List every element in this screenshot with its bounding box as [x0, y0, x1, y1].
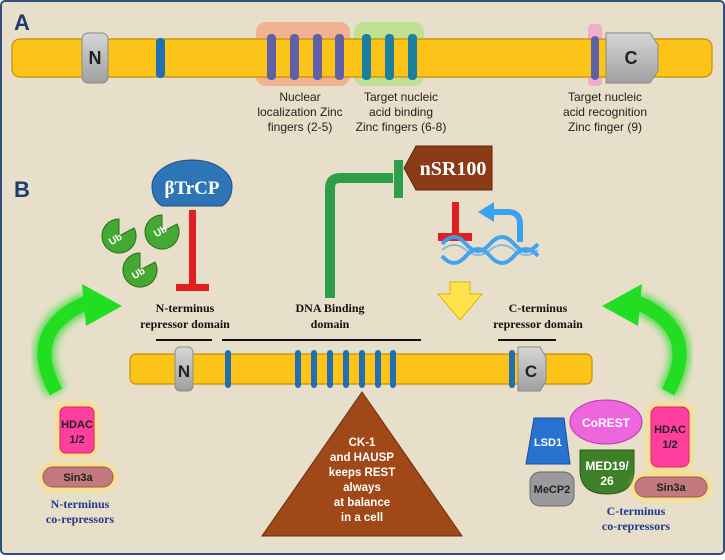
svg-text:CoREST: CoREST: [582, 416, 631, 430]
svg-text:MeCP2: MeCP2: [534, 484, 571, 496]
btrcp: βTrCP: [151, 159, 233, 207]
right-sin3a: Sin3a: [632, 474, 710, 500]
nsr100-dna-binding-inhibition: [325, 160, 403, 298]
svg-text:LSD1: LSD1: [534, 437, 562, 449]
n-terminus-letter-a: N: [89, 48, 102, 68]
zinc-finger-b-7: [375, 350, 381, 388]
left-hdac: HDAC 1/2: [57, 404, 97, 456]
svg-text:HDAC: HDAC: [654, 424, 686, 436]
svg-text:N-terminus: N-terminus: [51, 497, 110, 511]
zinc-finger-8: [408, 34, 417, 80]
c-terminus-letter-b: C: [525, 362, 537, 381]
svg-text:26: 26: [600, 474, 614, 488]
zinc-finger-b-6: [359, 350, 365, 388]
c-terminus-block-b: C: [517, 346, 547, 392]
binding-caption: Target nucleic acid binding Zinc fingers…: [356, 90, 447, 134]
dna-binding-domain-label: DNA Binding domain: [295, 301, 364, 331]
zinc-finger-3: [290, 34, 299, 80]
svg-text:fingers (2-5): fingers (2-5): [268, 120, 333, 134]
svg-text:1/2: 1/2: [69, 434, 84, 446]
nsr100-label: nSR100: [420, 158, 487, 180]
svg-text:Zinc fingers (6-8): Zinc fingers (6-8): [356, 120, 447, 134]
zinc-finger-b-2: [295, 350, 301, 388]
ubiquitin-3: Ub: [122, 252, 158, 288]
zinc-finger-1: [156, 38, 165, 78]
zinc-finger-b-1: [225, 350, 231, 388]
n-terminus-letter-b: N: [178, 362, 190, 381]
ubiquitin-1: Ub: [101, 218, 137, 254]
svg-text:at balance: at balance: [334, 497, 390, 509]
zinc-finger-6: [362, 34, 371, 80]
svg-text:in a cell: in a cell: [341, 512, 383, 524]
ck1-hausp-triangle: CK-1 and HAUSP keeps REST always at bala…: [261, 391, 463, 537]
svg-text:CK-1: CK-1: [349, 437, 376, 449]
zinc-finger-2: [267, 34, 276, 80]
right-green-arrow: [602, 284, 690, 397]
zinc-finger-b-3: [311, 350, 317, 388]
med19-26: MED19/ 26: [579, 449, 635, 495]
yellow-down-arrow: [436, 281, 484, 321]
svg-text:co-repressors: co-repressors: [602, 519, 671, 533]
svg-text:acid recognition: acid recognition: [563, 105, 647, 119]
n-terminus-block-a: N: [81, 32, 109, 84]
svg-text:domain: domain: [311, 317, 350, 331]
c-terminus-block-a: C: [605, 32, 659, 84]
left-green-arrow: [34, 284, 122, 397]
svg-text:Target nucleic: Target nucleic: [568, 90, 642, 104]
svg-text:keeps REST: keeps REST: [329, 467, 395, 479]
svg-text:acid binding: acid binding: [369, 105, 433, 119]
svg-text:DNA Binding: DNA Binding: [295, 301, 364, 315]
zinc-finger-b-4: [327, 350, 333, 388]
n-terminus-corepressors-label: N-terminus co-repressors: [46, 497, 115, 526]
zinc-finger-b-9: [509, 350, 515, 388]
recognition-caption: Target nucleic acid recognition Zinc fin…: [563, 90, 647, 134]
svg-text:always: always: [343, 482, 381, 494]
svg-text:Target nucleic: Target nucleic: [364, 90, 438, 104]
nsr100: nSR100: [403, 145, 493, 191]
ubiquitin-2: Ub: [144, 214, 180, 250]
svg-text:1/2: 1/2: [662, 439, 677, 451]
svg-text:HDAC: HDAC: [61, 419, 93, 431]
svg-text:repressor domain: repressor domain: [493, 317, 583, 331]
zinc-finger-b-8: [390, 350, 396, 388]
svg-text:and HAUSP: and HAUSP: [330, 452, 394, 464]
c-terminus-letter-a: C: [625, 48, 638, 68]
nls-caption: Nuclear localization Zinc fingers (2-5): [257, 90, 342, 134]
svg-text:C-terminus: C-terminus: [607, 504, 666, 518]
left-sin3a: Sin3a: [40, 464, 116, 490]
zinc-finger-5: [335, 34, 344, 80]
mecp2: MeCP2: [529, 471, 575, 507]
corest: CoREST: [569, 399, 643, 445]
blue-curved-arrow: [478, 202, 523, 242]
zinc-finger-4: [313, 34, 322, 80]
c-terminus-corepressors-label: C-terminus co-repressors: [602, 504, 671, 533]
lsd1: LSD1: [525, 417, 571, 465]
svg-text:Sin3a: Sin3a: [656, 482, 686, 494]
n-terminus-domain-label: N-terminus repressor domain: [140, 301, 230, 331]
svg-text:Sin3a: Sin3a: [63, 472, 93, 484]
svg-text:MED19/: MED19/: [585, 459, 629, 473]
panel-a-label: A: [14, 10, 30, 35]
zinc-finger-7: [385, 34, 394, 80]
c-terminus-domain-label: C-terminus repressor domain: [493, 301, 583, 331]
svg-text:repressor domain: repressor domain: [140, 317, 230, 331]
svg-text:localization Zinc: localization Zinc: [257, 105, 342, 119]
n-terminus-block-b: N: [174, 346, 194, 392]
btrcp-label: βTrCP: [164, 178, 219, 199]
svg-text:co-repressors: co-repressors: [46, 512, 115, 526]
zinc-finger-b-5: [343, 350, 349, 388]
right-hdac: HDAC 1/2: [648, 404, 692, 470]
svg-text:C-terminus: C-terminus: [509, 301, 568, 315]
dna-helix: [440, 235, 540, 265]
zinc-finger-9: [591, 36, 599, 80]
panel-b-label: B: [14, 177, 30, 202]
btrcp-inhibition: [176, 210, 209, 291]
svg-text:N-terminus: N-terminus: [156, 301, 215, 315]
svg-text:Nuclear: Nuclear: [279, 90, 320, 104]
svg-text:Zinc finger (9): Zinc finger (9): [568, 120, 642, 134]
